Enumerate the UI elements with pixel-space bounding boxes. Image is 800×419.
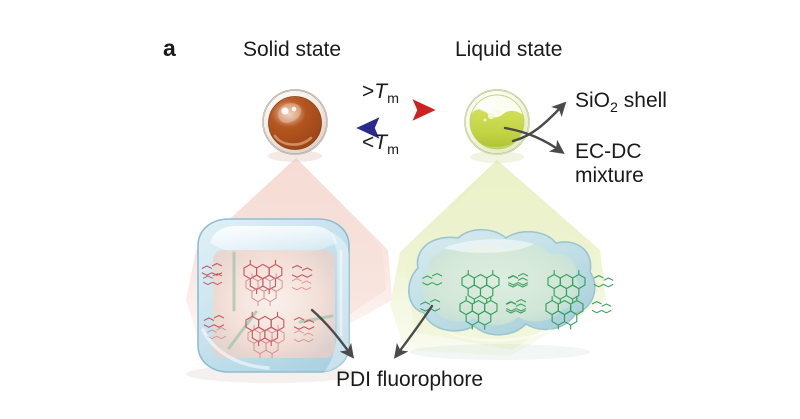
heading-liquid-state: Liquid state [455,38,563,61]
liquid-state-microcapsule [464,89,530,163]
callout-label-sio2-shell: SiO2 shell [575,89,667,117]
mixture-callout-arrow [503,126,565,154]
temp-subscript: m [387,142,399,159]
pdi-callout-arrow-solid [310,308,355,359]
lt-sign: < [362,131,375,154]
gt-sign: > [362,80,375,103]
panel-label: a [163,35,176,61]
temp-subscript: m [387,91,399,108]
sio2-prefix: SiO [575,89,611,112]
ecdc-line-1: EC-DC [575,140,642,163]
temp-symbol: T [374,80,388,103]
pdi-callout-arrow-liquid [393,304,434,359]
shell-callout-arrow [511,101,567,143]
shell-word: shell [617,89,667,112]
label-above-melting-temperature: >Tm [362,80,399,108]
molten-liquid-blob [408,228,614,360]
label-below-melting-temperature: <Tm [362,131,399,159]
ecdc-line-2: mixture [575,164,644,188]
heading-solid-state: Solid state [243,38,342,61]
callout-label-pdi-fluorophore: PDI fluorophore [336,368,484,391]
sio2-subscript: 2 [610,100,618,117]
crystalline-solid-cube [186,218,358,383]
solid-state-microcapsule [262,89,328,162]
temp-symbol: T [374,131,388,154]
